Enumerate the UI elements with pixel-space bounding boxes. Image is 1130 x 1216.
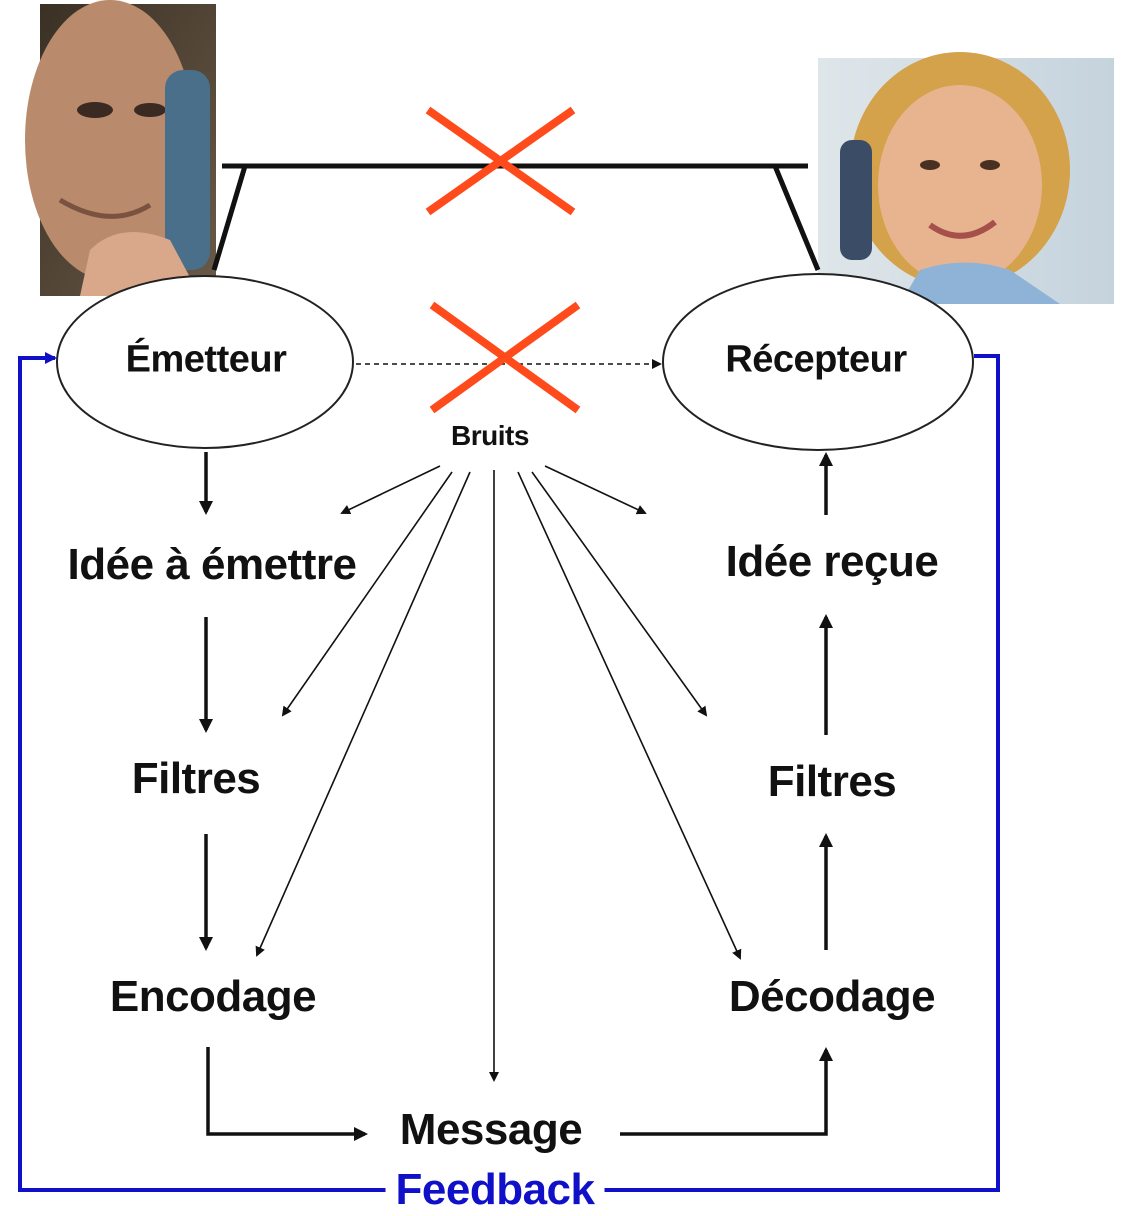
bruits-label: Bruits [451,420,529,451]
sender-step-encoding: Encodage [109,972,317,1021]
phone-line [211,163,821,271]
receiver-step-idea: Idée reçue [725,537,939,586]
message-path-arrows [206,1047,833,1141]
recepteur-label: Récepteur [725,338,907,381]
woman-on-phone-photo [818,52,1114,304]
blocked-channel-cross-icon [429,301,581,414]
blocked-line-cross-icon [425,106,576,216]
message-label: Message [391,1105,591,1155]
receiver-step-filters: Filtres [767,757,897,806]
noise-arrows [255,465,742,1082]
emetteur-label: Émetteur [125,338,287,381]
recepteur-ellipse [662,273,974,451]
man-on-phone-photo [25,0,216,296]
sender-step-idea: Idée à émettre [67,540,357,589]
receiver-step-decoding: Décodage [728,972,936,1021]
emetteur-ellipse [56,275,354,449]
sender-step-filters: Filtres [131,754,261,803]
feedback-label: Feedback [385,1165,605,1215]
